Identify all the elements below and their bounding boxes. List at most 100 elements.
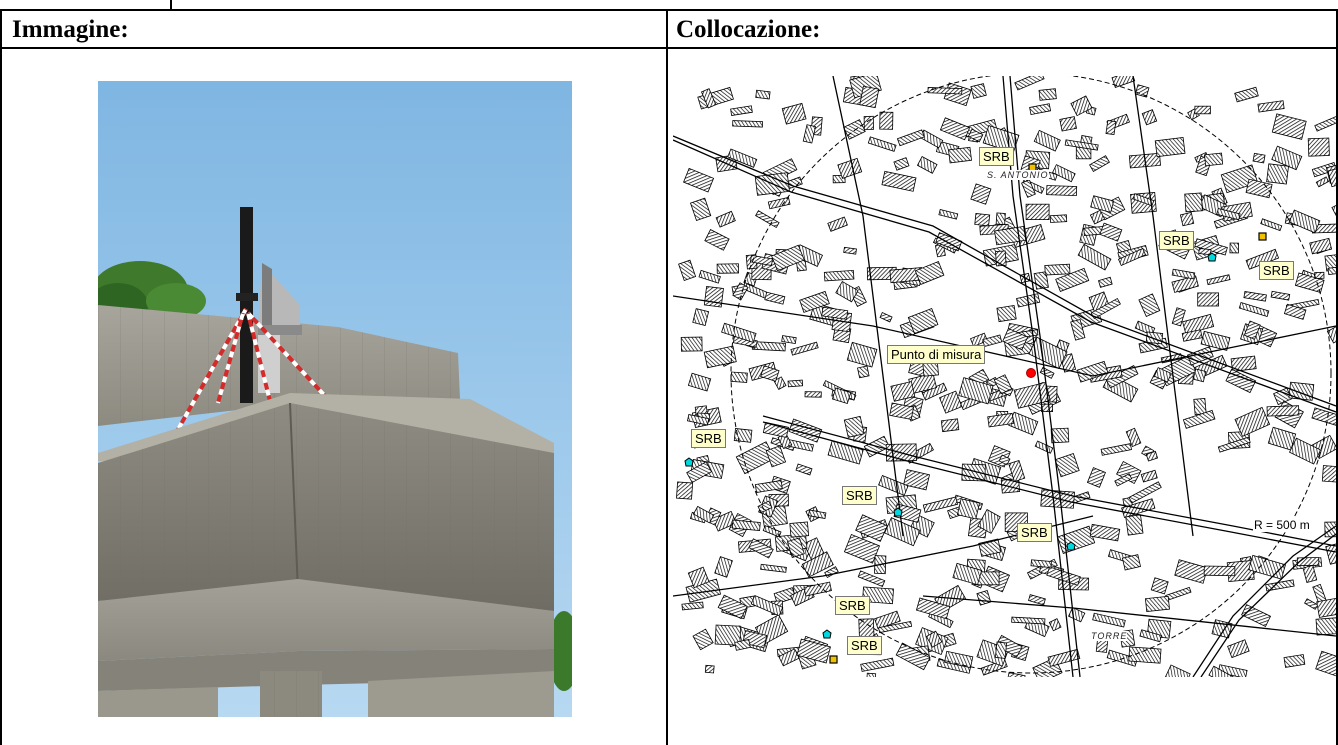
map-building-block xyxy=(1179,211,1195,227)
map-building-block xyxy=(1008,459,1026,482)
map-building-block xyxy=(757,500,773,514)
radius-label: R = 500 m xyxy=(1253,518,1311,532)
measure-point-label: Punto di misura xyxy=(887,345,986,364)
map-building-block xyxy=(879,111,894,130)
map-building-block xyxy=(1000,478,1021,494)
map-building-block xyxy=(1315,617,1336,636)
map-building-block xyxy=(944,650,974,669)
map-building-block xyxy=(1011,616,1046,625)
map-building-block xyxy=(714,624,742,646)
map-building-block xyxy=(754,480,783,493)
map-building-block xyxy=(967,128,984,143)
map-building-block xyxy=(1257,100,1285,113)
map-building-block xyxy=(857,365,870,379)
srb-label-3: SRB xyxy=(1259,261,1294,280)
map-building-block xyxy=(1163,664,1191,677)
map-building-block xyxy=(1089,155,1110,173)
map-building-block xyxy=(952,562,983,586)
map-building-block xyxy=(1266,163,1289,185)
map-building-block xyxy=(969,332,988,347)
map-building-block xyxy=(801,551,834,578)
map-building-block xyxy=(1304,598,1319,610)
map-building-block xyxy=(878,474,909,496)
antenna-existing-3 xyxy=(893,507,903,517)
antenna-existing-4 xyxy=(1066,541,1076,551)
map-building-block xyxy=(893,157,910,171)
map-building-block xyxy=(938,390,963,414)
map-building-block xyxy=(994,641,1008,659)
map-building-block xyxy=(676,481,694,500)
map-building-block xyxy=(716,263,739,274)
map-building-block xyxy=(1204,152,1224,167)
map-building-block xyxy=(1206,274,1231,286)
map-building-block xyxy=(862,586,894,605)
map-building-block xyxy=(1314,271,1325,279)
map-building-block xyxy=(1139,629,1162,643)
srb-label-6: SRB xyxy=(1017,523,1052,542)
map-building-block xyxy=(692,628,714,651)
map-building-block xyxy=(686,414,710,426)
map-building-block xyxy=(762,421,789,438)
map-building-block xyxy=(1315,650,1336,677)
map-building-block xyxy=(704,229,730,251)
map-building-block xyxy=(1132,193,1155,207)
map-building-block xyxy=(804,391,822,398)
map-building-block xyxy=(881,170,917,192)
map-building-block xyxy=(1245,178,1273,199)
map-building-block xyxy=(1271,145,1303,171)
map-building-block xyxy=(730,371,748,383)
map-building-block xyxy=(1070,318,1086,341)
map-building-block xyxy=(1100,443,1132,456)
map-building-block xyxy=(1288,209,1321,234)
map-building-block xyxy=(879,311,893,323)
map-building-block xyxy=(1238,302,1270,318)
map-building-block xyxy=(925,630,943,648)
map-building-block xyxy=(678,259,697,281)
map-building-block xyxy=(1165,586,1192,601)
map-building-block xyxy=(787,379,804,388)
map-building-block xyxy=(995,212,1006,225)
map-building-block xyxy=(843,119,866,140)
srb-label-7: SRB xyxy=(835,596,870,615)
map-building-block xyxy=(760,563,787,573)
map-building-block xyxy=(1033,129,1061,152)
map-building-block xyxy=(1192,368,1207,383)
map-building-block xyxy=(943,82,972,107)
map-building-block xyxy=(1134,320,1156,336)
map-building-block xyxy=(1208,665,1240,677)
map-building-block xyxy=(976,590,992,606)
map-building-block xyxy=(799,290,830,313)
map-building-block xyxy=(680,336,703,352)
map-building-block xyxy=(1234,406,1271,437)
map-building-block xyxy=(714,556,733,578)
map-building-block xyxy=(1002,327,1029,351)
map-building-block xyxy=(789,521,810,538)
map-building-block xyxy=(697,86,734,110)
map-building-block xyxy=(1217,436,1251,453)
header-image: Immagine: xyxy=(12,16,129,43)
map-building-block xyxy=(1171,307,1186,327)
map-building-block xyxy=(703,285,724,308)
map-building-block xyxy=(765,445,787,468)
map-building-block xyxy=(914,260,945,285)
map-building-block xyxy=(1144,595,1170,612)
map-building-block xyxy=(1076,360,1109,383)
measurement-site-photo xyxy=(98,81,572,717)
map-building-block xyxy=(795,463,813,476)
map-building-block xyxy=(1203,565,1236,577)
map-building-block xyxy=(1028,594,1046,606)
map-building-block xyxy=(860,657,895,672)
map-building-block xyxy=(773,376,787,391)
map-building-block xyxy=(1128,646,1162,664)
map-building-block xyxy=(974,213,991,227)
map-building-block xyxy=(1197,292,1220,307)
map-building-block xyxy=(890,381,916,402)
map-building-block xyxy=(1174,559,1209,584)
map-building-block xyxy=(939,117,971,141)
map-building-block xyxy=(1117,247,1147,267)
map-building-block xyxy=(683,167,715,193)
map-building-block xyxy=(1307,137,1330,157)
map-building-block xyxy=(1243,291,1267,302)
map-building-block xyxy=(874,610,901,630)
map-building-block xyxy=(1125,427,1142,448)
